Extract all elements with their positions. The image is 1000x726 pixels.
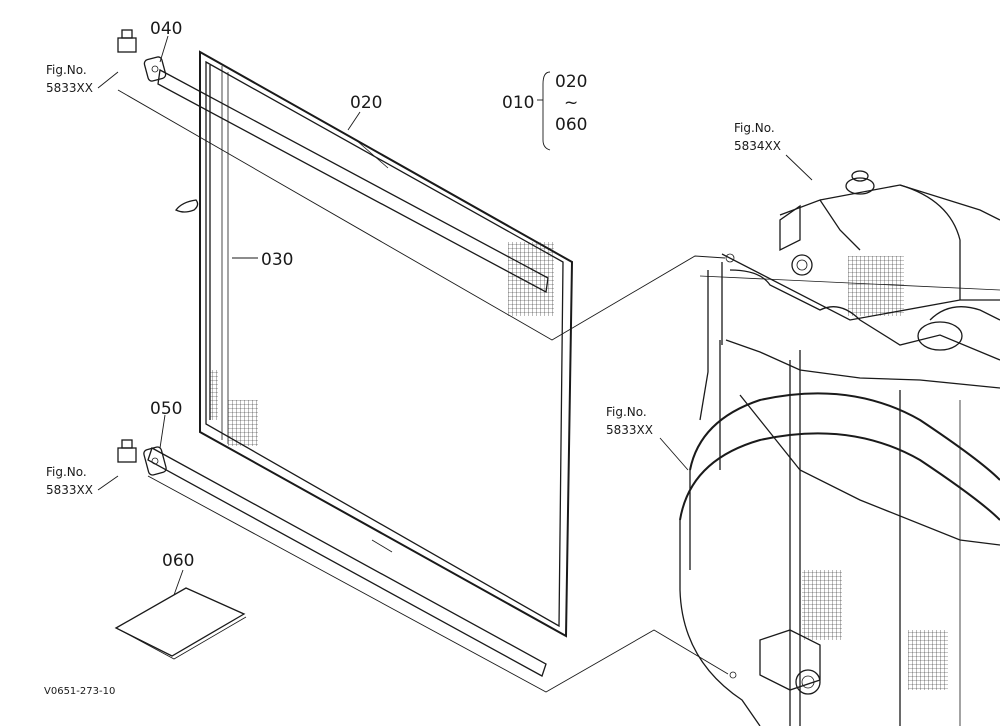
leader-lines	[97, 35, 813, 693]
bolt-bottom	[117, 439, 137, 463]
fig-ref-top-left-label: Fig.No.	[46, 63, 87, 77]
label-020: 020	[350, 93, 382, 113]
label-030: 030	[261, 250, 293, 270]
fig-ref-right-lower-code: 5833XX	[606, 423, 653, 437]
label-040: 040	[150, 19, 182, 39]
screen-mesh-patch	[508, 242, 554, 316]
screen-mesh-strip	[210, 370, 218, 420]
bolt-top	[117, 29, 137, 53]
screen-frame	[175, 50, 574, 638]
drawing-code: V0651-273-10	[44, 686, 115, 697]
range-start: 020	[555, 72, 587, 92]
bottom-bracket-rod	[143, 446, 547, 677]
top-bracket-rod	[143, 56, 549, 294]
instruction-card	[114, 587, 247, 660]
fig-ref-bottom-left-label: Fig.No.	[46, 465, 87, 479]
radiator-assembly	[679, 170, 1000, 726]
label-050: 050	[150, 399, 182, 419]
range-end: 060	[555, 115, 587, 135]
label-060: 060	[162, 551, 194, 571]
screen-mesh-patch-lower	[228, 400, 258, 446]
labels: 040 020 030 050 060 010 020 ~ 060 Fig.No…	[44, 19, 781, 697]
label-010: 010	[502, 93, 534, 113]
fig-ref-right-upper-label: Fig.No.	[734, 121, 775, 135]
range-tilde: ~	[564, 93, 578, 113]
radiator-cap	[845, 177, 875, 195]
fig-ref-top-left-code: 5833XX	[46, 81, 93, 95]
radiator-mesh-upper	[848, 256, 904, 316]
fig-ref-right-lower-label: Fig.No.	[606, 405, 647, 419]
radiator-mesh-right	[908, 630, 948, 690]
fig-ref-right-upper-code: 5834XX	[734, 139, 781, 153]
radiator-mesh-lower	[802, 570, 842, 640]
frame-tab	[175, 199, 199, 213]
fig-ref-bottom-left-code: 5833XX	[46, 483, 93, 497]
